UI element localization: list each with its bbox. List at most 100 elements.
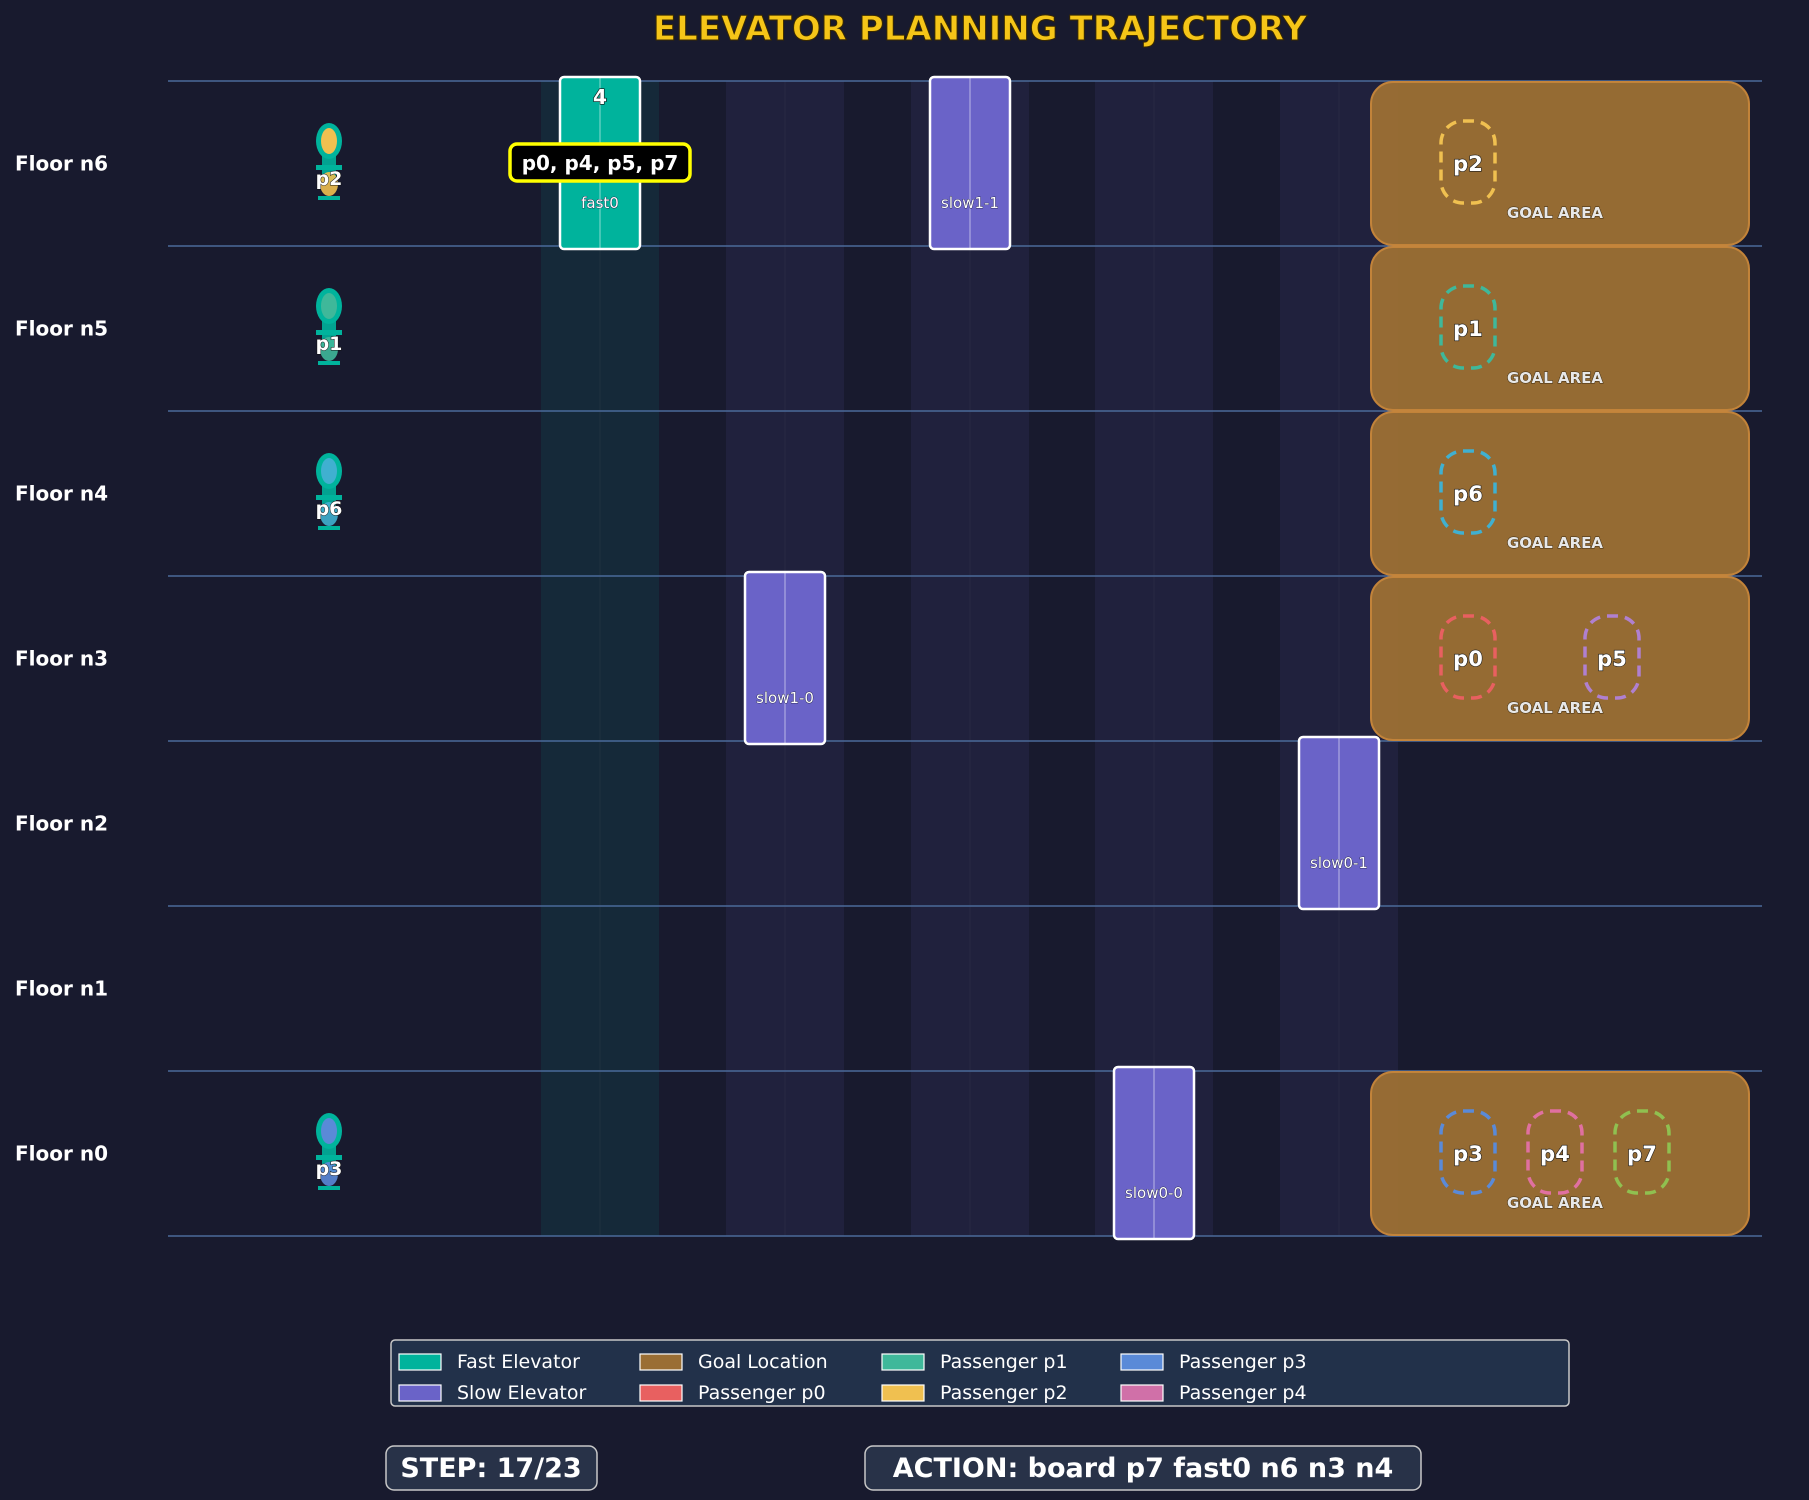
goal-target-label: p2 — [1453, 152, 1483, 176]
passenger-label: p1 — [316, 333, 343, 355]
passenger-lower — [320, 502, 338, 526]
floor-label-n6: Floor n6 — [15, 152, 108, 176]
passenger-arms — [316, 495, 342, 500]
legend-item: Fast Elevator — [457, 1351, 580, 1373]
shaft-0 — [541, 81, 659, 1236]
passenger-label: p6 — [316, 498, 343, 520]
passenger-arms — [316, 1155, 342, 1160]
passenger-p3: p3 — [315, 1113, 343, 1190]
goal-target-outline — [1439, 614, 1497, 700]
passenger-p1: p1 — [315, 288, 343, 365]
floor-label-n2: Floor n2 — [15, 812, 108, 836]
goal-target-label: p0 — [1453, 647, 1483, 671]
action-box — [864, 1445, 1422, 1491]
goal-area-label: GOAL AREA — [1507, 204, 1603, 222]
page-title: ELEVATOR PLANNING TRAJECTORY — [653, 9, 1307, 49]
goal-target-label: p5 — [1597, 647, 1627, 671]
shafts-layer — [541, 81, 1398, 1236]
passenger-base — [318, 361, 340, 365]
elevator-car — [1297, 735, 1381, 911]
goal-target-label: p7 — [1627, 1142, 1657, 1166]
step-box — [385, 1445, 598, 1491]
elevator-car — [928, 75, 1012, 251]
goal-area-label: GOAL AREA — [1507, 369, 1603, 387]
goal-area-label: GOAL AREA — [1507, 699, 1603, 717]
passenger-head — [321, 293, 337, 319]
passenger-base — [318, 196, 340, 200]
legend-swatch — [1120, 1353, 1164, 1371]
shaft-3 — [1095, 81, 1213, 1236]
passenger-label: p2 — [316, 168, 343, 190]
legend-item: Passenger p4 — [1179, 1382, 1307, 1404]
elevator-slow0-0: slow0-0 — [1112, 1065, 1196, 1241]
elevator-slow1-1: slow1-1 — [928, 75, 1012, 251]
elevator-label: fast0 — [581, 194, 619, 212]
onboard-badge — [508, 142, 692, 183]
passenger-base — [318, 526, 340, 530]
goal-area-label: GOAL AREA — [1507, 1194, 1603, 1212]
goal-target-outline — [1583, 614, 1641, 700]
legend-box — [390, 1339, 1570, 1407]
legend-swatch — [1120, 1384, 1164, 1402]
goal-target-label: p1 — [1453, 317, 1483, 341]
legend-item: Slow Elevator — [457, 1382, 586, 1404]
goal-target-label: p4 — [1540, 1142, 1570, 1166]
elevator-slow0-1: slow0-1 — [1297, 735, 1381, 911]
elevator-car — [743, 570, 827, 746]
legend-swatch — [639, 1384, 683, 1402]
legend-item: Passenger p0 — [698, 1382, 826, 1404]
elevator-car — [1112, 1065, 1196, 1241]
legend-swatch — [881, 1353, 925, 1371]
onboard-passengers-label: p0, p4, p5, p7 — [522, 151, 679, 175]
passenger-head — [321, 458, 337, 484]
status-bar: STEP: 17/23 ACTION: board p7 fast0 n6 n3 … — [385, 1445, 1422, 1491]
passenger-p6: p6 — [315, 453, 343, 530]
action-label: ACTION: board p7 fast0 n6 n3 n4 — [893, 1453, 1394, 1484]
elevator-label: slow0-1 — [1310, 854, 1368, 872]
elevator-label: slow1-0 — [756, 689, 814, 707]
elevator-label: slow0-0 — [1125, 1184, 1183, 1202]
goal-target-outline — [1439, 119, 1497, 205]
passenger-head — [321, 1118, 337, 1144]
legend-item: Passenger p3 — [1179, 1351, 1307, 1373]
elevator-load-count: 4 — [593, 85, 607, 109]
elevator-label: slow1-1 — [941, 194, 999, 212]
goal-target-outline — [1526, 1109, 1584, 1195]
legend-item: Goal Location — [698, 1351, 828, 1373]
elevator-slow1-0: slow1-0 — [743, 570, 827, 746]
elevators-layer: fast0 4 p0, p4, p5, p7 slow1-0 slow1-1 slow0-… — [508, 75, 1381, 1241]
passenger-arms — [316, 165, 342, 170]
shaft-2 — [911, 81, 1029, 1236]
legend-swatch — [398, 1384, 442, 1402]
goal-target-outline — [1439, 449, 1497, 535]
legend-swatch — [881, 1384, 925, 1402]
floor-label-n3: Floor n3 — [15, 647, 108, 671]
passenger-label: p3 — [316, 1158, 343, 1180]
floor-label-n0: Floor n0 — [15, 1142, 108, 1166]
passenger-lower — [320, 337, 338, 361]
goal-target-outline — [1439, 1109, 1497, 1195]
goal-area-label: GOAL AREA — [1507, 534, 1603, 552]
step-counter: STEP: 17/23 — [400, 1453, 581, 1484]
passenger-base — [318, 1186, 340, 1190]
legend-swatch — [639, 1353, 683, 1371]
floor-label-n1: Floor n1 — [15, 977, 108, 1001]
passenger-lower — [320, 1162, 338, 1186]
passenger-arms — [316, 330, 342, 335]
legend-swatch — [398, 1353, 442, 1371]
floor-label-n5: Floor n5 — [15, 317, 108, 341]
goal-target-outline — [1439, 284, 1497, 370]
passenger-head — [321, 128, 337, 154]
passenger-p2: p2 — [315, 123, 343, 200]
goal-target-label: p3 — [1453, 1142, 1483, 1166]
passenger-lower — [320, 172, 338, 196]
goal-target-outline — [1613, 1109, 1671, 1195]
passengers-layer: p2 p1 p6 p3 — [315, 123, 343, 1190]
